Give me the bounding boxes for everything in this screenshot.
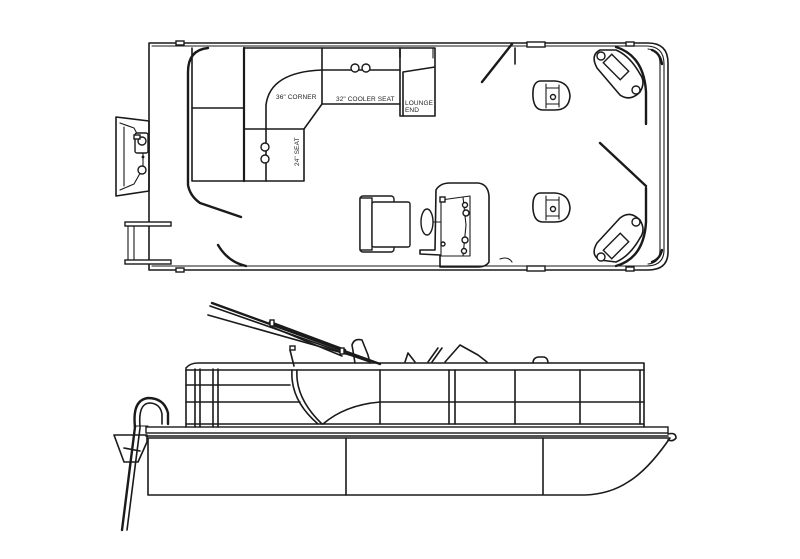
- bow-chair-top: [532, 80, 571, 111]
- boarding-ladder: [124, 221, 172, 265]
- label-24-seat: 24" SEAT: [294, 137, 301, 166]
- motor-bracket: [113, 434, 148, 463]
- side-view: [113, 301, 677, 532]
- bimini-top: [207, 301, 382, 367]
- steering-wheel-icon: [420, 208, 434, 236]
- rail-clips: [175, 40, 635, 273]
- deck-outline: [148, 42, 669, 271]
- helm-chair: [359, 195, 411, 253]
- bow-corner-seat-top: [593, 45, 648, 126]
- bow-corner-seat-bottom: [593, 186, 648, 268]
- railing: [185, 362, 645, 428]
- cupholder-pair-left: [260, 142, 270, 164]
- top-view: 36" CORNER 32" COOLER SEAT LOUNGE END 24…: [115, 40, 669, 273]
- label-36-corner: 36" CORNER: [276, 94, 317, 101]
- helm-console: [419, 182, 490, 268]
- label-lounge: LOUNGE: [405, 100, 434, 107]
- cupholder-pair-top: [350, 63, 371, 73]
- outboard-motor: [115, 116, 150, 197]
- bow-chair-bottom: [532, 192, 571, 223]
- deck: [133, 425, 669, 437]
- label-32-cooler-seat: 32" COOLER SEAT: [336, 96, 395, 103]
- label-end: END: [405, 107, 419, 114]
- stern-ladder: [120, 396, 170, 532]
- pontoon-tube: [147, 437, 671, 496]
- l-shaped-lounge: 36" CORNER 32" COOLER SEAT LOUNGE END 24…: [191, 46, 436, 183]
